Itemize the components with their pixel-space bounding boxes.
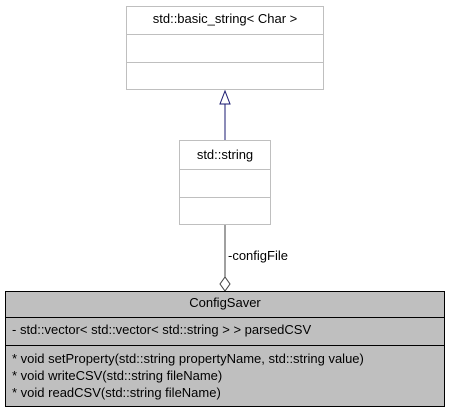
class-std-string[interactable]: std::string: [179, 140, 271, 225]
operations-compartment: [127, 62, 323, 89]
aggregation-label: -configFile: [228, 248, 288, 263]
attributes-compartment: [180, 169, 270, 197]
operations-compartment: * void setProperty(std::string propertyN…: [6, 345, 444, 401]
class-basic-string[interactable]: std::basic_string< Char >: [126, 6, 324, 90]
class-name: ConfigSaver: [189, 295, 261, 310]
attribute-parsed-csv: - std::vector< std::vector< std::string …: [12, 322, 312, 337]
aggregation-diamond: [219, 276, 231, 292]
attributes-compartment: - std::vector< std::vector< std::string …: [6, 317, 444, 345]
class-config-saver[interactable]: ConfigSaver - std::vector< std::vector< …: [5, 291, 445, 407]
operation-write-csv: * void writeCSV(std::string fileName): [12, 368, 223, 383]
inheritance-arrowhead: [219, 89, 231, 105]
operation-read-csv: * void readCSV(std::string fileName): [12, 385, 221, 400]
operations-compartment: [180, 197, 270, 224]
operation-set-property: * void setProperty(std::string propertyN…: [12, 351, 364, 366]
class-name: std::basic_string< Char >: [152, 11, 298, 26]
class-name: std::string: [196, 147, 254, 162]
attributes-compartment: [127, 34, 323, 62]
